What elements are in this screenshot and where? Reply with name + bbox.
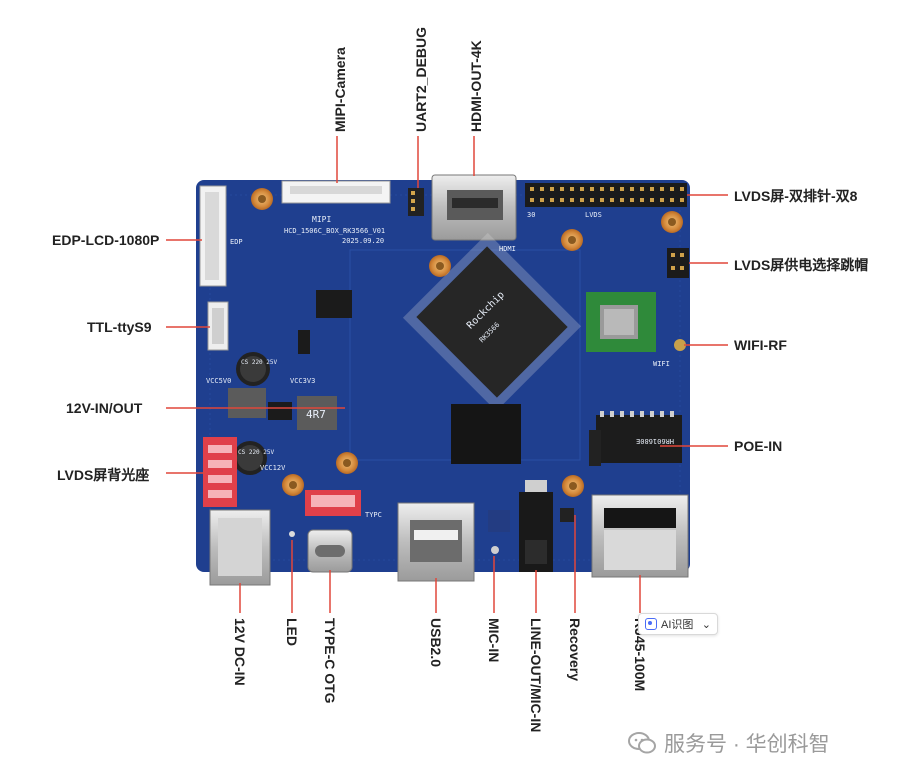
ai-scan-icon <box>645 618 657 630</box>
label-line-out: LINE-OUT/MIC-IN <box>528 618 544 733</box>
label-poe-in: POE-IN <box>734 438 783 454</box>
silk-cap2: CS 220 25V <box>238 449 275 456</box>
label-recovery: Recovery <box>567 618 583 682</box>
lvds-header <box>525 183 687 207</box>
chevron-down-icon: ⌄ <box>701 618 711 631</box>
label-usb2: USB2.0 <box>428 618 444 668</box>
silk-lvds: LVDS <box>585 211 602 219</box>
silk-vcc12v: VCC12V <box>260 464 286 472</box>
silk-cap1: CS 220 25V <box>241 359 278 366</box>
ai-recognize-label: AI识图 <box>661 619 694 631</box>
silk-typc: TYPC <box>365 511 382 519</box>
pcb-body <box>196 180 690 572</box>
silk-hdmi: HDMI <box>499 245 516 253</box>
label-led: LED <box>284 618 300 646</box>
silk-poe-part: HR601680E <box>636 437 674 445</box>
silk-inductor: 4R7 <box>306 408 326 421</box>
ram-chip <box>451 404 521 464</box>
ai-recognize-button[interactable]: AI识图 ⌄ <box>638 613 718 635</box>
watermark: 服务号 · 华创科智 <box>628 728 830 758</box>
silk-date: 2025.09.20 <box>342 237 384 245</box>
label-lvds-power-jumper: LVDS屏供电选择跳帽 <box>734 257 869 273</box>
silk-board-name: HCD_1506C_BOX_RK3566_V01 <box>284 227 385 235</box>
watermark-text: 服务号 · 华创科智 <box>664 733 830 756</box>
label-lvds-backlight: LVDS屏背光座 <box>57 467 150 483</box>
label-hdmi-out: HDMI-OUT-4K <box>468 40 484 132</box>
silk-vcc3v3: VCC3V3 <box>290 377 315 385</box>
silk-edp: EDP <box>230 238 243 246</box>
label-edp-lcd: EDP-LCD-1080P <box>52 232 160 248</box>
silk-wifi: WIFI <box>653 360 670 368</box>
silk-mipi: MIPI <box>312 215 331 224</box>
label-power-in-out: 12V-IN/OUT <box>66 400 143 416</box>
label-wifi-rf: WIFI-RF <box>734 337 787 353</box>
soc-chip <box>402 232 582 412</box>
label-mic-in: MIC-IN <box>486 618 502 663</box>
label-mipi-camera: MIPI-Camera <box>332 47 348 132</box>
label-lvds-header: LVDS屏-双排针-双8 <box>734 188 858 204</box>
label-uart2-debug: UART2_DEBUG <box>413 26 429 132</box>
silk-pin30: 30 <box>527 211 535 219</box>
silk-vcc5v0: VCC5V0 <box>206 377 231 385</box>
wechat-icon <box>628 732 656 754</box>
label-typec-otg: TYPE-C OTG <box>322 618 338 704</box>
label-ttl: TTL-ttyS9 <box>87 319 152 335</box>
label-dc-in: 12V DC-IN <box>232 618 248 686</box>
